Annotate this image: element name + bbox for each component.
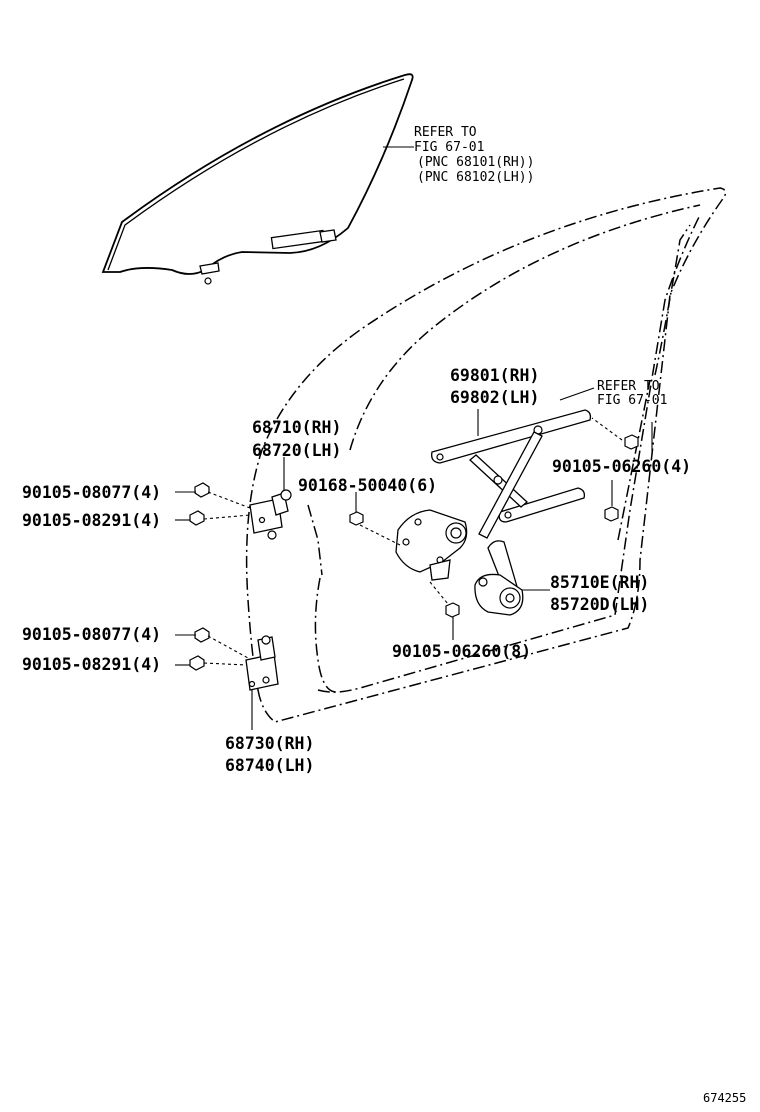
window-regulator[interactable] bbox=[395, 409, 592, 581]
bolt-icon bbox=[189, 482, 210, 526]
upper-hinge-lh-label: 68720(LH) bbox=[252, 441, 341, 460]
door-outline bbox=[245, 187, 727, 723]
motor-lh-label: 85720D(LH) bbox=[550, 595, 649, 614]
bolt-icon bbox=[445, 602, 460, 618]
glass-fig-label: FIG 67-01 bbox=[414, 140, 484, 155]
run-refer-label: REFER TO bbox=[597, 379, 660, 394]
regulator-lh-label: 69802(LH) bbox=[450, 388, 539, 407]
glass-pnc-lh-label: (PNC 68102(LH)) bbox=[417, 170, 534, 185]
glass-pnc-rh-label: (PNC 68101(RH)) bbox=[417, 155, 534, 170]
upper-bolt-1-label: 90105-08077(4) bbox=[22, 483, 161, 502]
motor-bolt-label: 90105-06260(8) bbox=[392, 642, 531, 661]
right-bolt-label: 90105-06260(4) bbox=[552, 457, 691, 476]
lower-hinge-rh-label: 68730(RH) bbox=[225, 734, 314, 753]
nut-icon bbox=[349, 511, 364, 526]
bolt-icon bbox=[189, 627, 210, 671]
regulator-nut-label: 90168-50040(6) bbox=[298, 476, 437, 495]
glass-refer-label: REFER TO bbox=[414, 125, 477, 140]
diagram-id: 674255 bbox=[703, 1091, 746, 1105]
bolt-icon bbox=[604, 434, 639, 522]
window-motor[interactable] bbox=[474, 540, 524, 616]
run-fig-label: FIG 67-01 bbox=[597, 393, 667, 408]
upper-hinge-rh-label: 68710(RH) bbox=[252, 418, 341, 437]
upper-bolt-2-label: 90105-08291(4) bbox=[22, 511, 161, 530]
lower-bolt-2-label: 90105-08291(4) bbox=[22, 655, 161, 674]
regulator-rh-label: 69801(RH) bbox=[450, 366, 539, 385]
door-glass[interactable] bbox=[101, 73, 414, 285]
lower-door-hinge[interactable] bbox=[245, 635, 279, 691]
lower-hinge-lh-label: 68740(LH) bbox=[225, 756, 314, 775]
motor-rh-label: 85710E(RH) bbox=[550, 573, 649, 592]
lower-bolt-1-label: 90105-08077(4) bbox=[22, 625, 161, 644]
upper-door-hinge[interactable] bbox=[249, 489, 292, 540]
